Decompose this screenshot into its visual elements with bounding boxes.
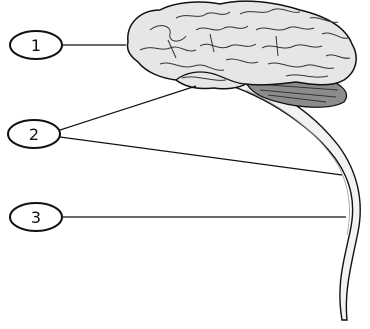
callout-ellipse [9, 202, 63, 232]
callout-1-text: 1 [31, 36, 41, 55]
callout-2: 2 [7, 119, 61, 149]
callout-ellipse [7, 119, 61, 149]
callout-3: 3 [9, 202, 63, 232]
spinal-cord [230, 79, 361, 321]
callout-3-text: 3 [31, 208, 41, 227]
callout-1: 1 [9, 30, 63, 60]
callout-2-text: 2 [29, 125, 39, 144]
leader-line-2b [59, 136, 343, 176]
leader-lines [59, 44, 346, 218]
callout-ellipse [9, 30, 63, 60]
brain [126, 0, 357, 90]
leader-line-2a [59, 85, 197, 131]
